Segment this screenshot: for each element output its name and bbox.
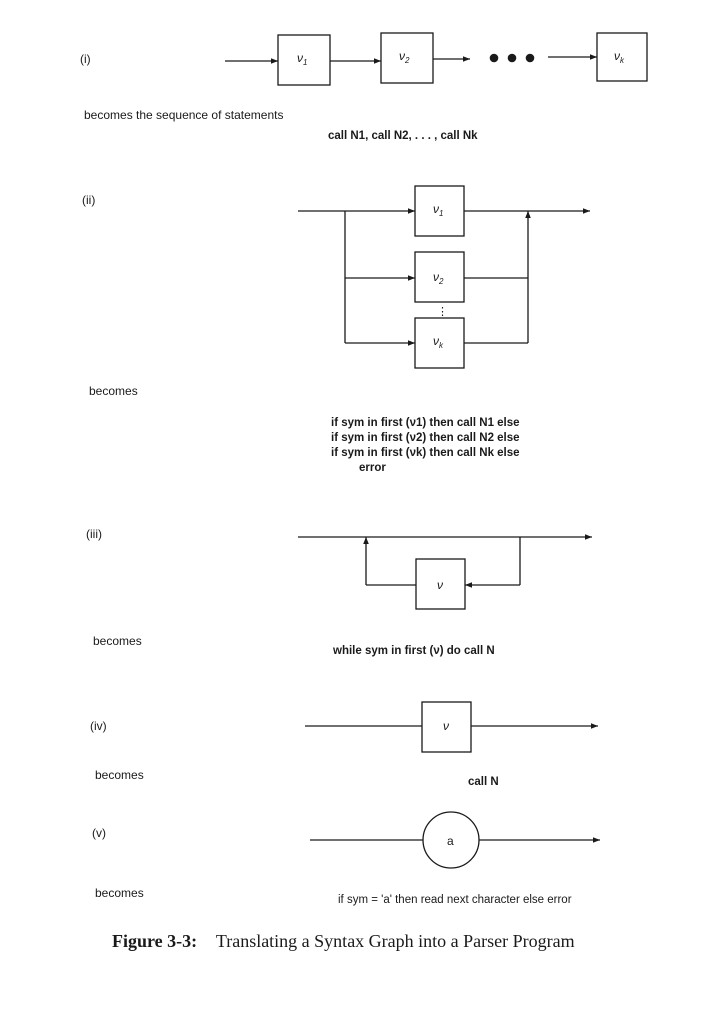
alt-label-v2: ν2 [433, 270, 444, 286]
diagram-alternatives [298, 185, 590, 369]
cond-line-1: if sym in first (ν1) then call N1 else [331, 417, 520, 429]
call-statement: call N [468, 776, 499, 788]
loop-label-v: ν [437, 578, 443, 592]
figure-number: Figure 3-3: [112, 931, 198, 951]
diagram-sequence [225, 32, 648, 86]
label-ii: (ii) [82, 193, 96, 207]
node-label-vk: νk [614, 49, 625, 65]
alt-label-vk: νk [433, 334, 444, 350]
alt-box-v2 [414, 251, 465, 303]
diagram-repetition [298, 534, 592, 610]
becomes-text-v: becomes [95, 886, 144, 900]
read-statement: if sym = 'a' then read next character el… [338, 894, 572, 906]
figure-title: Translating a Syntax Graph into a Parser… [215, 931, 575, 951]
nonterminal-label-v: ν [443, 719, 449, 733]
alt-label-v1: ν1 [433, 202, 443, 218]
terminal-circle-a [422, 811, 480, 869]
node-box-vk [596, 32, 648, 82]
terminal-label-a: a [447, 834, 454, 848]
label-iv: (iv) [90, 719, 107, 733]
becomes-text-iv: becomes [95, 768, 144, 782]
label-iii: (iii) [86, 527, 102, 541]
while-statement: while sym in first (ν) do call N [333, 645, 495, 657]
sequence-ellipsis-dots [489, 53, 535, 63]
node-box-v2 [380, 32, 434, 84]
cond-line-4: error [359, 462, 386, 474]
becomes-text-ii: becomes [89, 384, 138, 398]
label-i: (i) [80, 52, 91, 66]
cond-line-3: if sym in first (νk) then call Nk else [331, 447, 520, 459]
becomes-text-iii: becomes [93, 634, 142, 648]
node-label-v1: ν1 [297, 51, 307, 67]
diagram-nonterminal [305, 701, 598, 753]
vertical-ellipsis: ⋮ [437, 306, 448, 318]
sequence-statement: call N1, call N2, . . . , call Nk [328, 130, 478, 142]
becomes-sequence-text: becomes the sequence of statements [84, 108, 284, 122]
cond-line-2: if sym in first (ν2) then call N2 else [331, 432, 520, 444]
nonterminal-box-v [421, 701, 472, 753]
diagram-terminal [310, 811, 600, 869]
alt-box-vk [414, 317, 465, 369]
node-box-v1 [277, 34, 331, 86]
label-v: (v) [92, 826, 106, 840]
node-label-v2: ν2 [399, 49, 410, 65]
loop-box-v [415, 558, 466, 610]
conditional-statements: if sym in first (ν1) then call N1 else i… [331, 416, 520, 476]
figure-caption: Figure 3-3: Translating a Syntax Graph i… [112, 931, 575, 952]
